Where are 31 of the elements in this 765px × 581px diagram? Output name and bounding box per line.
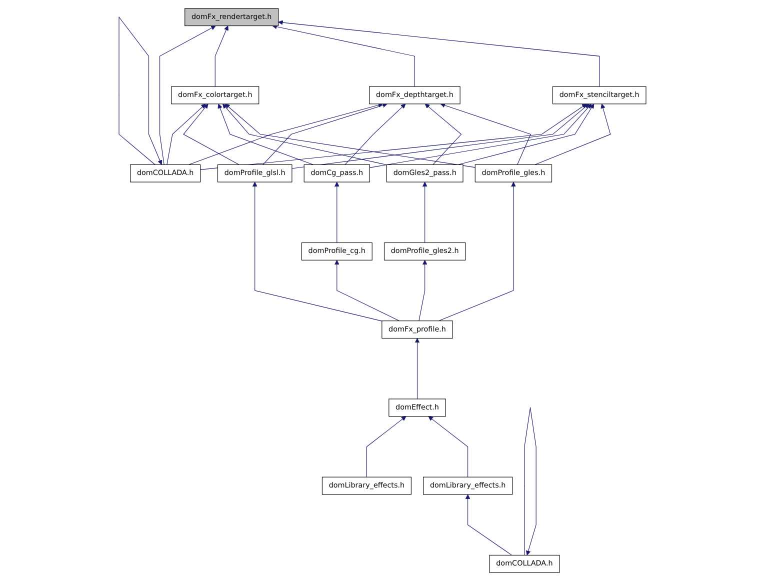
- arrow: [160, 26, 216, 165]
- arrow: [218, 104, 314, 165]
- arrow: [224, 104, 476, 168]
- arrow: [272, 24, 415, 87]
- arrow: [344, 104, 406, 165]
- arrow: [118, 16, 162, 165]
- arrow: [188, 102, 383, 165]
- arrow: [252, 182, 382, 322]
- arrow: [418, 260, 428, 322]
- arrow: [166, 104, 206, 165]
- arrow: [262, 102, 388, 165]
- arrow: [465, 494, 512, 556]
- arrow: [214, 26, 228, 87]
- arrow: [424, 104, 462, 165]
- arrow: [414, 338, 420, 400]
- arrow: [183, 104, 240, 165]
- arrow: [366, 416, 406, 478]
- arrow: [524, 407, 536, 556]
- arrow: [438, 182, 516, 322]
- arrow: [222, 104, 387, 166]
- arrow: [458, 104, 594, 165]
- arrow: [200, 104, 587, 170]
- arrow: [278, 20, 600, 87]
- arrow: [440, 103, 532, 165]
- arrow: [428, 416, 468, 478]
- arrow: [534, 104, 611, 165]
- arrow: [334, 182, 340, 244]
- arrow: [334, 260, 400, 322]
- arrow: [369, 104, 592, 168]
- arrow: [422, 182, 428, 244]
- arrow: [292, 104, 590, 169]
